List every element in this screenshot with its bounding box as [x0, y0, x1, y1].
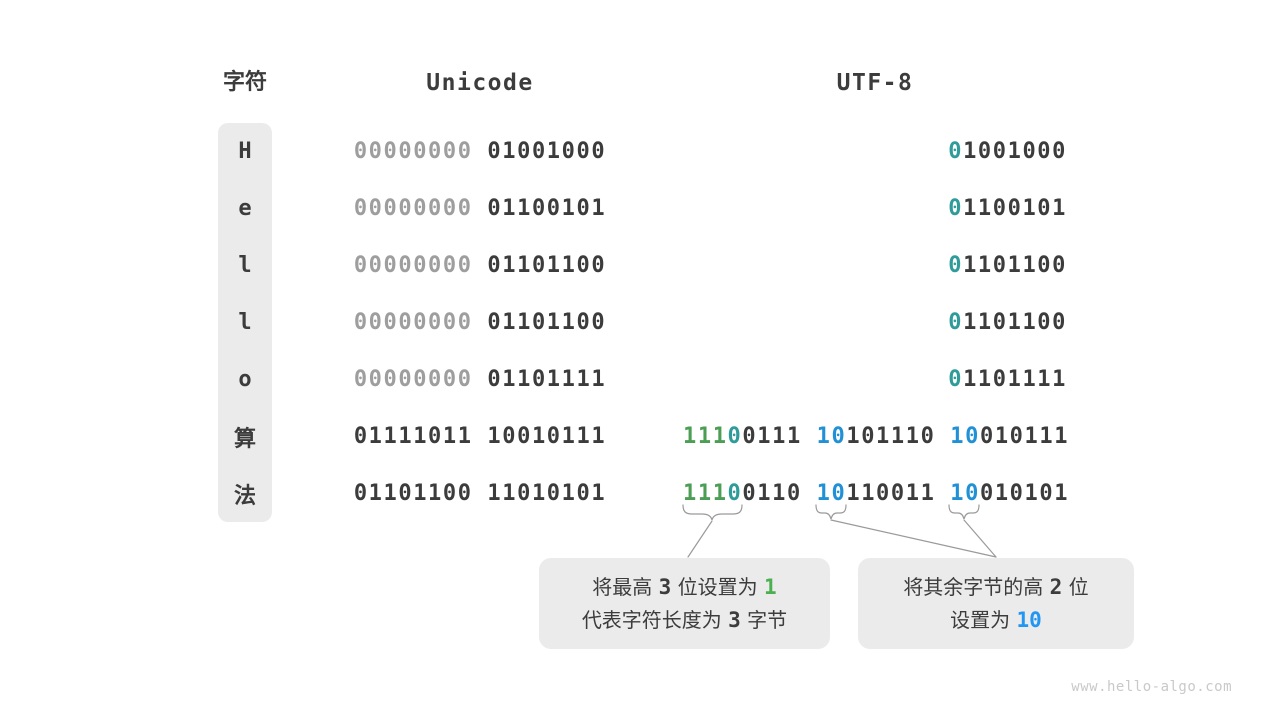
- text-segment: 010101: [979, 481, 1070, 506]
- text-segment: 1100101: [963, 196, 1067, 221]
- text-segment: 01101111: [472, 367, 607, 392]
- text-segment: 10: [1016, 608, 1042, 632]
- callout-text-line: 将其余字节的高 2 位: [903, 572, 1088, 602]
- text-segment: 00000000: [353, 196, 473, 221]
- table-row: 算 01111011 10010111 11100111 10101110 10…: [0, 408, 1280, 465]
- text-segment: 01101100: [472, 310, 607, 335]
- char-cell: l: [238, 253, 252, 278]
- text-segment: 111: [683, 481, 728, 506]
- utf8-cell: 01100101: [683, 196, 1067, 221]
- text-segment: 1101100: [963, 310, 1067, 335]
- text-segment: 0: [948, 310, 964, 335]
- unicode-cell: 01111011 10010111: [353, 424, 607, 449]
- text-segment: 1001000: [963, 139, 1067, 164]
- text-segment: 1101111: [963, 367, 1067, 392]
- text-segment: 110011: [846, 481, 951, 506]
- table-row: l 00000000 01101100 01101100: [0, 237, 1280, 294]
- text-segment: 00000000: [353, 367, 473, 392]
- unicode-cell: 00000000 01001000: [353, 139, 607, 164]
- text-segment: 位: [1062, 575, 1089, 599]
- callout-line-left: [687, 520, 713, 558]
- utf8-cell: 01101100: [683, 253, 1067, 278]
- text-segment: 10: [816, 424, 847, 449]
- table-row: H 00000000 01001000 01001000: [0, 123, 1280, 180]
- text-segment: 设置为: [950, 608, 1017, 632]
- callout-line-right-2: [963, 519, 997, 558]
- unicode-cell: 00000000 01101111: [353, 367, 607, 392]
- callout-leading-byte: 将最高 3 位设置为 1 代表字符长度为 3 字节: [539, 558, 830, 649]
- text-segment: 0: [948, 367, 964, 392]
- column-header-unicode: Unicode: [426, 70, 534, 96]
- text-segment: 字节: [740, 608, 788, 632]
- text-segment: 00000000: [353, 139, 473, 164]
- char-cell: H: [238, 139, 252, 164]
- callout-continuation-byte: 将其余字节的高 2 位 设置为 10: [858, 558, 1134, 649]
- text-segment: 10: [950, 424, 980, 449]
- char-cell: 法: [233, 483, 256, 509]
- character-column-background: [218, 123, 272, 522]
- char-cell: l: [238, 310, 252, 335]
- table-row: 法 01101100 11010101 11100110 10110011 10…: [0, 465, 1280, 522]
- encoding-table: H 00000000 01001000 01001000 e 00000000 …: [0, 123, 1280, 522]
- text-segment: 01001000: [472, 139, 607, 164]
- text-segment: 代表字符长度为: [581, 608, 729, 632]
- utf8-cell: 01001000: [683, 139, 1067, 164]
- text-segment: 00000000: [353, 310, 473, 335]
- utf8-cell: 11100110 10110011 10010101: [683, 481, 1067, 506]
- table-row: e 00000000 01100101 01100101: [0, 180, 1280, 237]
- utf8-cell: 01101111: [683, 367, 1067, 392]
- text-segment: 01111011 10010111: [353, 424, 607, 449]
- text-segment: 01100101: [472, 196, 607, 221]
- utf8-cell: 11100111 10101110 10010111: [683, 424, 1067, 449]
- table-row: o 00000000 01101111 01101111: [0, 351, 1280, 408]
- text-segment: 10: [950, 481, 980, 506]
- unicode-cell: 00000000 01101100: [353, 253, 607, 278]
- text-segment: 3: [658, 575, 672, 599]
- text-segment: 111: [683, 424, 728, 449]
- text-segment: 0: [727, 424, 743, 449]
- callout-text-line: 设置为 10: [950, 605, 1042, 635]
- text-segment: 10: [816, 481, 847, 506]
- callout-line-right-1: [830, 519, 997, 558]
- text-segment: 0: [948, 139, 964, 164]
- text-segment: 将其余字节的高: [903, 575, 1050, 599]
- watermark: www.hello-algo.com: [1071, 679, 1232, 695]
- callout-text-line: 代表字符长度为 3 字节: [582, 605, 787, 635]
- text-segment: 00000000: [353, 253, 473, 278]
- char-cell: e: [238, 196, 252, 221]
- callout-text-line: 将最高 3 位设置为 1: [592, 572, 776, 602]
- utf8-cell: 01101100: [683, 310, 1067, 335]
- text-segment: 0110: [742, 481, 817, 506]
- unicode-cell: 00000000 01101100: [353, 310, 607, 335]
- text-segment: 0: [948, 196, 964, 221]
- text-segment: 0: [727, 481, 743, 506]
- text-segment: 010111: [979, 424, 1070, 449]
- text-segment: 0: [948, 253, 964, 278]
- text-segment: 1101100: [963, 253, 1067, 278]
- text-segment: 3: [728, 608, 741, 632]
- text-segment: 01101100: [472, 253, 607, 278]
- unicode-cell: 01101100 11010101: [353, 481, 607, 506]
- unicode-cell: 00000000 01100101: [353, 196, 607, 221]
- text-segment: 1: [764, 575, 777, 599]
- column-header-utf8: UTF-8: [836, 70, 914, 96]
- text-segment: 101110: [846, 424, 951, 449]
- char-cell: o: [238, 367, 252, 392]
- text-segment: 01101100 11010101: [353, 481, 607, 506]
- text-segment: 位设置为: [671, 575, 765, 599]
- text-segment: 2: [1049, 575, 1063, 599]
- text-segment: 将最高: [592, 575, 659, 599]
- column-header-char: 字符: [222, 70, 267, 95]
- table-row: l 00000000 01101100 01101100: [0, 294, 1280, 351]
- text-segment: 0111: [742, 424, 817, 449]
- char-cell: 算: [233, 426, 256, 452]
